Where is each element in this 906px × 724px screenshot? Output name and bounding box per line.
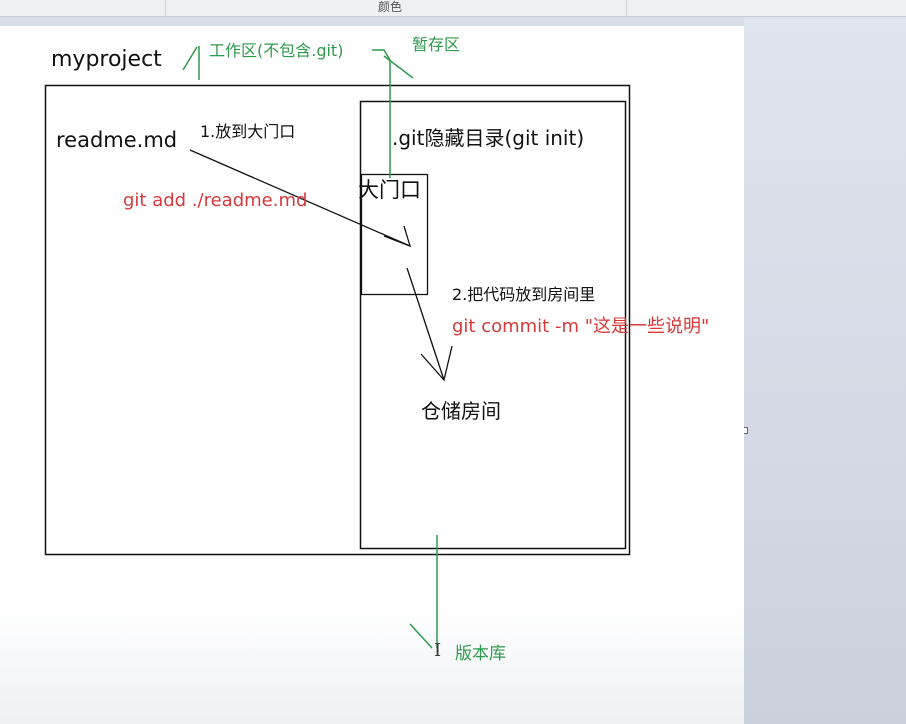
commit-arrowhead xyxy=(420,345,453,382)
toolbar: 颜色 xyxy=(0,0,906,17)
step1-label: 1.放到大门口 xyxy=(200,122,296,141)
storage-room-label: 仓储房间 xyxy=(421,399,501,423)
add-arrowhead xyxy=(383,225,412,248)
git-dir-box xyxy=(359,100,627,550)
toolbar-divider xyxy=(165,0,166,16)
repo-label: 版本库 xyxy=(455,644,506,664)
commit-arrow xyxy=(406,267,445,381)
drawing-canvas[interactable] xyxy=(0,26,744,724)
step2-label: 2.把代码放到房间里 xyxy=(452,285,596,304)
staging-pointer xyxy=(372,49,391,178)
workspace-pointer xyxy=(182,46,200,80)
add-arrow xyxy=(189,149,411,247)
git-commit-command: git commit -m "这是一些说明" xyxy=(452,316,710,337)
color-tool-label[interactable]: 颜色 xyxy=(378,0,403,14)
file-label: readme.md xyxy=(56,128,178,152)
text-cursor-icon: I xyxy=(434,640,442,661)
gate-box xyxy=(360,173,429,296)
gate-label: 大门口 xyxy=(358,178,421,202)
staging-pointer-tick xyxy=(383,55,414,79)
workspace-label: 工作区(不包含.git) xyxy=(209,41,344,60)
git-add-command: git add ./readme.md xyxy=(123,190,308,211)
git-dir-label: .git隐藏目录(git init) xyxy=(392,126,585,150)
myproject-box xyxy=(44,84,631,556)
staging-label: 暂存区 xyxy=(412,35,461,54)
project-label: myproject xyxy=(51,47,162,72)
repo-pointer-tick xyxy=(409,623,433,649)
toolbar-divider xyxy=(626,0,627,16)
side-panel xyxy=(741,17,906,724)
canvas-bottom-fade xyxy=(0,604,744,724)
